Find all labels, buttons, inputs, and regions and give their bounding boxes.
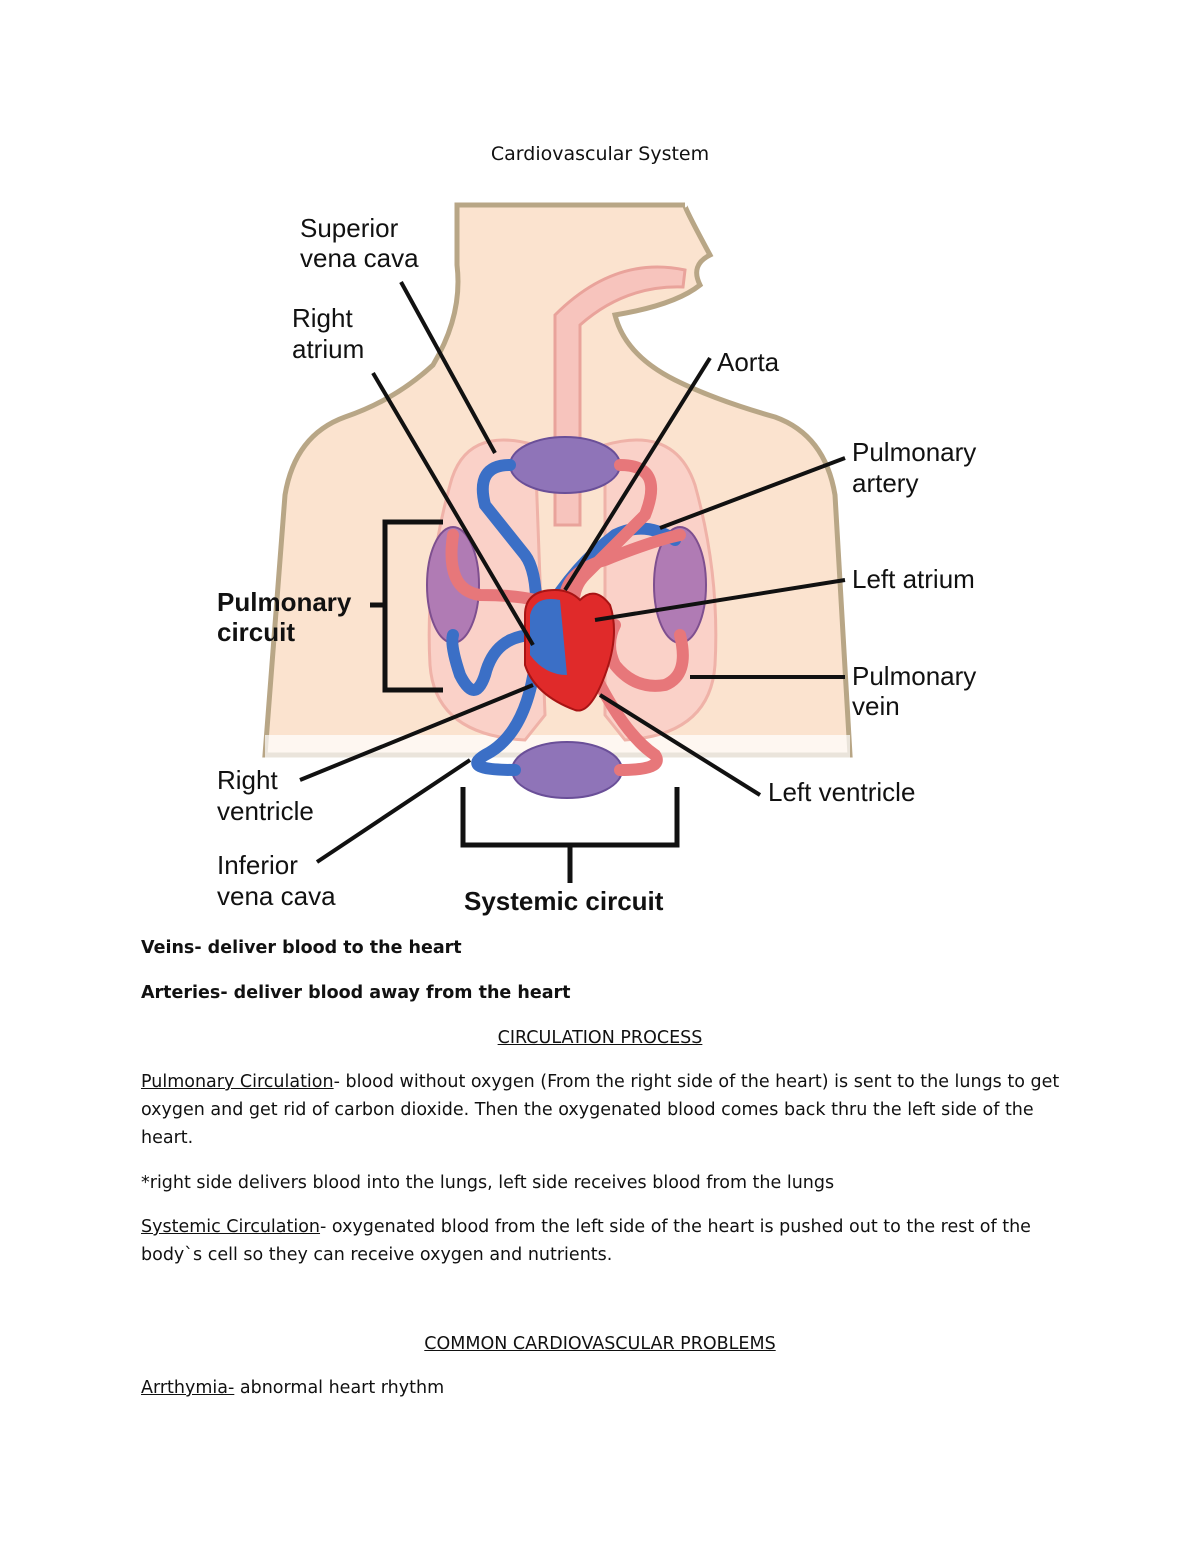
arrhythmia-text: abnormal heart rhythm	[234, 1378, 445, 1398]
pulmonary-circuit-bracket	[370, 519, 443, 693]
page-title: Cardiovascular System	[490, 143, 710, 165]
label-inferior-vena-cava-1: Inferior	[217, 850, 298, 880]
label-right-atrium-1: Right	[292, 303, 353, 333]
arrhythmia-term: Arrthymia-	[141, 1378, 235, 1398]
arteries-definition: Arteries- deliver blood away from the he…	[141, 983, 571, 1003]
label-superior-vena-cava-1: Superior	[300, 213, 399, 243]
label-pulmonary-vein-2: vein	[852, 691, 900, 721]
capillary-bed-upper	[509, 436, 621, 494]
cardiovascular-diagram: Superior vena cava Right atrium Aorta Pu…	[195, 195, 1005, 925]
label-left-atrium: Left atrium	[852, 564, 975, 594]
pulmonary-paragraph: Pulmonary Circulation- blood without oxy…	[141, 1068, 1061, 1152]
systemic-text: - oxygenated blood from the left side of…	[141, 1217, 1031, 1265]
label-pulmonary-circuit-1: Pulmonary	[217, 587, 352, 617]
diagram-svg: Superior vena cava Right atrium Aorta Pu…	[217, 202, 976, 916]
label-right-ventricle-2: ventricle	[217, 796, 314, 826]
label-pulmonary-artery-1: Pulmonary	[852, 437, 976, 467]
label-aorta: Aorta	[717, 347, 780, 377]
label-systemic-circuit: Systemic circuit	[464, 886, 664, 916]
label-left-ventricle: Left ventricle	[768, 777, 915, 807]
label-pulmonary-vein-1: Pulmonary	[852, 661, 976, 691]
label-right-ventricle-1: Right	[217, 765, 278, 795]
pulmonary-term: Pulmonary Circulation	[141, 1072, 334, 1092]
systemic-paragraph: Systemic Circulation- oxygenated blood f…	[141, 1213, 1061, 1269]
veins-definition: Veins- deliver blood to the heart	[141, 938, 462, 958]
label-pulmonary-artery-2: artery	[852, 468, 918, 498]
problems-heading: COMMON CARDIOVASCULAR PROBLEMS	[424, 1334, 776, 1354]
leader-lines	[299, 281, 846, 864]
pulmonary-text: - blood without oxygen (From the right s…	[141, 1072, 1060, 1148]
systemic-circuit-bracket	[460, 787, 680, 883]
circulation-heading: CIRCULATION PROCESS	[497, 1028, 703, 1048]
systemic-term: Systemic Circulation	[141, 1217, 321, 1237]
trachea	[553, 265, 687, 527]
label-superior-vena-cava-2: vena cava	[300, 243, 419, 273]
capillary-bed-lower	[511, 741, 623, 799]
arrhythmia-paragraph: Arrthymia- abnormal heart rhythm	[141, 1374, 1061, 1402]
label-right-atrium-2: atrium	[292, 334, 364, 364]
label-pulmonary-circuit-2: circuit	[217, 617, 295, 647]
label-inferior-vena-cava-2: vena cava	[217, 881, 336, 911]
note-paragraph: *right side delivers blood into the lung…	[141, 1173, 835, 1193]
